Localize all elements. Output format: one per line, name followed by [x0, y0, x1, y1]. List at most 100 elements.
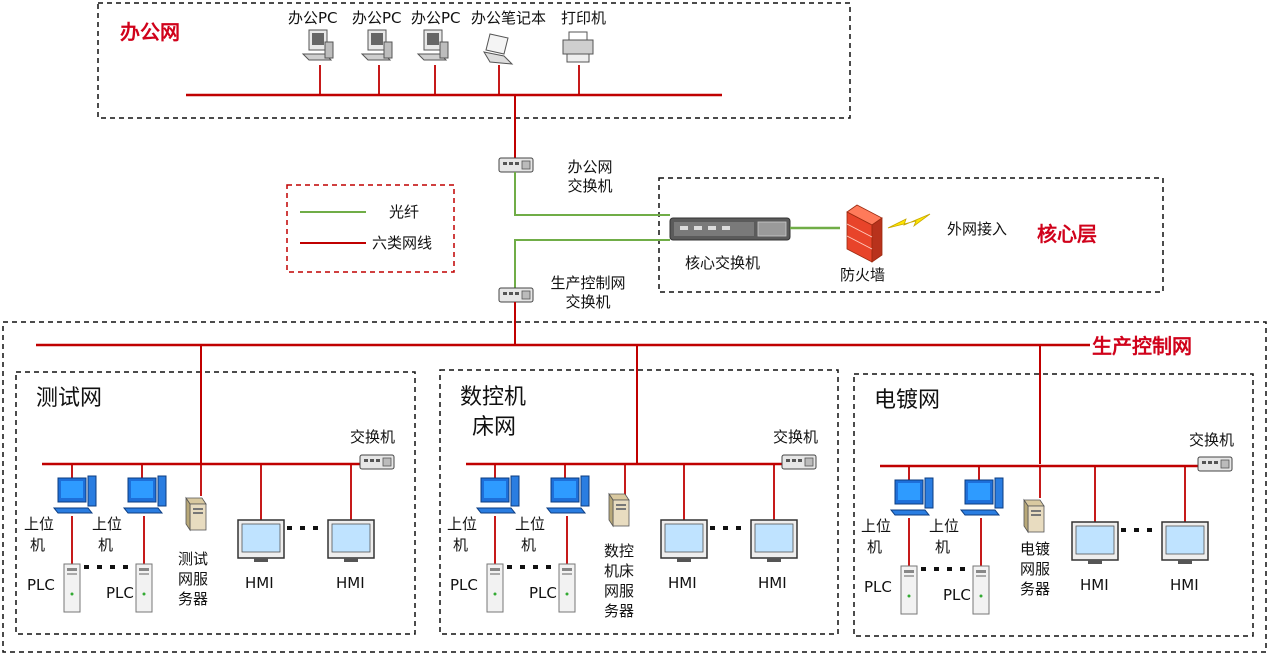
- test-switch-label: 交换机: [350, 428, 396, 446]
- cnc-plc-icon-1: [486, 563, 504, 613]
- test-plc-label-1: PLC: [27, 576, 55, 594]
- test-hmi-label-1: HMI: [245, 574, 274, 592]
- plating-host-label-2a: 上位: [929, 517, 960, 535]
- plating-server-label-2: 网服: [1020, 560, 1051, 578]
- plating-hmi-icon-1: [1071, 521, 1119, 565]
- plating-host-icon-1: [890, 477, 934, 516]
- external-access-label: 外网接入: [947, 220, 1008, 238]
- test-server-icon: [185, 497, 207, 531]
- subnet-frame-test: [15, 371, 416, 635]
- test-plc-label-2: PLC: [106, 584, 134, 602]
- plating-hmi-icon-2: [1161, 521, 1209, 565]
- legend-cat6-label: 六类网线: [372, 234, 433, 252]
- prod-fiber-link: [514, 239, 670, 288]
- cnc-switch-icon: [781, 454, 817, 470]
- office-pc-icon-2: [361, 29, 393, 61]
- subnet-cnc-title: 数控机: [460, 385, 527, 410]
- test-hmi-icon-2: [327, 519, 375, 563]
- cnc-host-label-2b: 机: [521, 536, 537, 554]
- cnc-server-label-2: 机床: [604, 562, 635, 580]
- firewall-icon: [846, 204, 883, 263]
- plating-host-label-2b: 机: [935, 538, 951, 556]
- office-switch-label-line2: 交换机: [567, 176, 613, 195]
- test-host-icon-1: [53, 475, 97, 514]
- plating-host-label-1a: 上位: [861, 517, 892, 535]
- prod-switch-label-line1: 生产控制网: [550, 274, 626, 292]
- subnet-frame-plating: [853, 373, 1254, 637]
- cnc-server-label-3: 网服: [604, 582, 635, 600]
- plating-server-label-3: 务器: [1020, 580, 1051, 598]
- cnc-hmi-label-2: HMI: [758, 574, 787, 592]
- plating-host-label-1b: 机: [867, 538, 883, 556]
- plating-switch-icon: [1197, 456, 1233, 472]
- subnet-plating: [880, 456, 1233, 615]
- core-layer-title: 核心层: [1037, 222, 1097, 246]
- plating-plc-icon-2: [972, 565, 990, 615]
- test-server-label-1: 测试: [178, 550, 209, 568]
- office-laptop-icon: [483, 33, 513, 65]
- office-pc-icon-1: [302, 29, 334, 61]
- office-device-label-3: 办公PC: [411, 9, 461, 27]
- core-layer-frame: [658, 177, 1164, 293]
- legend-frame: [286, 184, 455, 273]
- test-host-label-1b: 机: [30, 536, 46, 554]
- test-server-label-2: 网服: [178, 570, 209, 588]
- plating-plc-label-2: PLC: [943, 586, 971, 604]
- test-switch-icon: [359, 454, 395, 470]
- core-switch-icon: [669, 217, 791, 241]
- test-host-label-2a: 上位: [92, 515, 123, 533]
- external-lightning-icon: [887, 213, 931, 229]
- cnc-server-label-4: 务器: [604, 602, 635, 620]
- prod-net-frame: [2, 321, 1267, 653]
- core-switch-label: 核心交换机: [685, 254, 761, 272]
- office-printer-icon: [562, 31, 594, 63]
- prod-net-title: 生产控制网: [1092, 334, 1192, 358]
- test-hmi-label-2: HMI: [336, 574, 365, 592]
- test-host-label-1a: 上位: [24, 515, 55, 533]
- subnet-plating-title: 电镀网: [874, 388, 941, 413]
- plating-plc-label-1: PLC: [864, 578, 892, 596]
- cnc-hmi-icon-2: [750, 519, 798, 563]
- office-fiber-link: [514, 172, 670, 216]
- plating-hmi-label-1: HMI: [1080, 576, 1109, 594]
- office-net-frame: [97, 2, 851, 119]
- plating-server-label-1: 电镀: [1020, 540, 1051, 558]
- test-server-label-3: 务器: [178, 590, 209, 608]
- cnc-host-label-1b: 机: [453, 536, 469, 554]
- prod-switch-label: 生产控制网 交换机: [540, 274, 636, 312]
- subnet-cnc: [466, 454, 817, 613]
- firewall-label: 防火墙: [840, 266, 886, 284]
- test-hmi-icon-1: [237, 519, 285, 563]
- test-plc-icon-1: [63, 563, 81, 613]
- plating-switch-label: 交换机: [1189, 431, 1235, 449]
- subnet-test: [42, 454, 395, 613]
- office-device-label-1: 办公PC: [288, 9, 338, 27]
- plating-plc-icon-1: [900, 565, 918, 615]
- subnet-test-title: 测试网: [36, 386, 103, 411]
- cnc-host-label-1a: 上位: [447, 515, 478, 533]
- cnc-host-label-2a: 上位: [515, 515, 546, 533]
- prod-switch-label-line2: 交换机: [565, 292, 611, 311]
- legend-fiber-label: 光纤: [389, 203, 420, 221]
- cnc-server-icon: [608, 493, 630, 527]
- office-device-label-2: 办公PC: [352, 9, 402, 27]
- office-switch-icon: [498, 157, 534, 173]
- office-switch-label: 办公网 交换机: [560, 158, 620, 196]
- cnc-hmi-label-1: HMI: [668, 574, 697, 592]
- test-plc-icon-2: [135, 563, 153, 613]
- office-switch-label-line1: 办公网: [567, 158, 613, 176]
- cnc-plc-icon-2: [558, 563, 576, 613]
- cnc-plc-label-2: PLC: [529, 584, 557, 602]
- office-device-label-5: 打印机: [561, 9, 607, 27]
- office-pc-icon-3: [417, 29, 449, 61]
- subnet-cnc-title-line2: 床网: [472, 415, 517, 440]
- cnc-hmi-icon-1: [660, 519, 708, 563]
- plating-host-icon-2: [960, 477, 1004, 516]
- office-net-title: 办公网: [120, 20, 180, 44]
- cnc-host-icon-1: [476, 475, 520, 514]
- test-host-label-2b: 机: [98, 536, 114, 554]
- cnc-switch-label: 交换机: [773, 428, 819, 446]
- cnc-server-label-1: 数控: [604, 542, 635, 560]
- plating-server-icon: [1023, 499, 1045, 533]
